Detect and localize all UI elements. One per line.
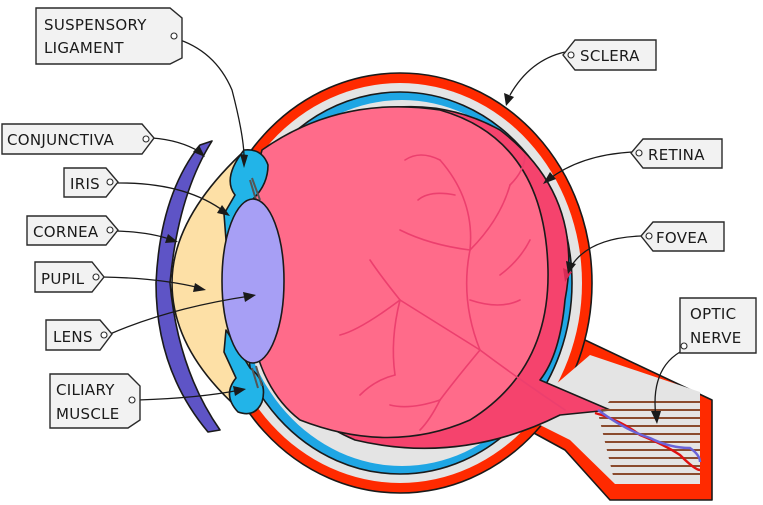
suspensory-strands-top	[249, 177, 261, 201]
label-text-sclera-0: SCLERA	[580, 47, 640, 65]
label-optic-nerve: OPTIC NERVE	[679, 297, 757, 354]
label-cornea: CORNEA	[26, 215, 119, 246]
label-ciliary-muscle: CILIARY MUSCLE	[49, 373, 141, 429]
suspensory-strands-bottom	[251, 365, 263, 389]
leader-lines	[101, 37, 681, 424]
label-conjunctiva: CONJUNCTIVA	[1, 123, 155, 155]
retinal-blood-vessels	[339, 154, 566, 431]
label-text-iris-0: IRIS	[70, 175, 100, 193]
label-text-optic-nerve-1: NERVE	[690, 329, 742, 347]
label-fovea: FOVEA	[640, 221, 725, 252]
optic-nerve-vessel-blue	[597, 409, 702, 463]
label-lens: LENS	[45, 319, 113, 351]
label-text-fovea-0: FOVEA	[656, 229, 708, 247]
label-pupil: PUPIL	[34, 261, 105, 293]
label-text-retina-0: RETINA	[648, 146, 705, 164]
label-sclera: SCLERA	[562, 39, 657, 71]
label-text-ciliary-muscle-0: CILIARY	[56, 381, 115, 399]
label-text-ciliary-muscle-1: MUSCLE	[56, 405, 120, 423]
label-text-cornea-0: CORNEA	[33, 223, 99, 241]
label-text-lens-0: LENS	[53, 328, 93, 346]
lens-shape	[221, 198, 285, 364]
label-iris: IRIS	[63, 167, 119, 198]
label-text-conjunctiva-0: CONJUNCTIVA	[7, 131, 114, 149]
label-suspensory-ligament-line1: SUSPENSORY	[44, 16, 147, 34]
label-retina: RETINA	[630, 138, 723, 169]
label-text-pupil-0: PUPIL	[41, 270, 85, 288]
optic-nerve-vessel-red	[594, 411, 701, 472]
label-suspensory-ligament-line2: LIGAMENT	[44, 39, 124, 57]
label-text-optic-nerve-0: OPTIC	[690, 305, 736, 323]
label-suspensory-ligament: SUSPENSORY LIGAMENT	[35, 7, 183, 65]
